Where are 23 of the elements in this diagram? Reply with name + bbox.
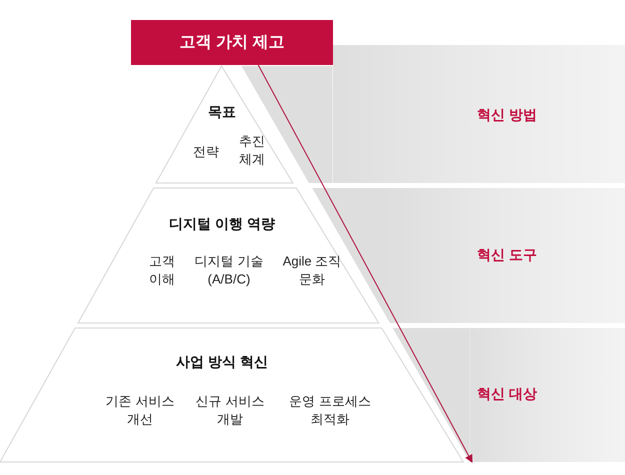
band-label: 혁신 방법 — [477, 106, 537, 124]
tier-item: 신규 서비스 개발 — [194, 392, 266, 428]
tier-item: 기존 서비스 개선 — [104, 392, 176, 428]
pyramid-tier — [156, 66, 333, 183]
band-label: 혁신 대상 — [477, 384, 537, 404]
band-label: 혁신 도구 — [477, 246, 537, 264]
banner-title: 고객 가치 제고 — [180, 33, 284, 53]
pyramid-tier — [0, 328, 470, 462]
tier-heading: 목표 — [208, 102, 236, 122]
tier-heading: 디지털 이행 역량 — [169, 214, 275, 234]
shaded-band — [390, 188, 625, 323]
pyramid-tier — [78, 188, 390, 323]
title-banner — [131, 20, 333, 65]
arrow — [258, 64, 472, 463]
shaded-band — [470, 328, 625, 462]
tier-item: 전략 — [192, 143, 219, 161]
tier-item: 고객 이해 — [148, 252, 176, 288]
tier-item: 운영 프로세스 최적화 — [288, 392, 372, 428]
shaded-band — [333, 45, 625, 183]
tier-heading: 사업 방식 혁신 — [176, 352, 268, 372]
tier-item: 추진 체계 — [238, 132, 266, 168]
tier-item: Agile 조직 문화 — [282, 252, 342, 288]
tier-item: 디지털 기술 (A/B/C) — [194, 252, 264, 288]
